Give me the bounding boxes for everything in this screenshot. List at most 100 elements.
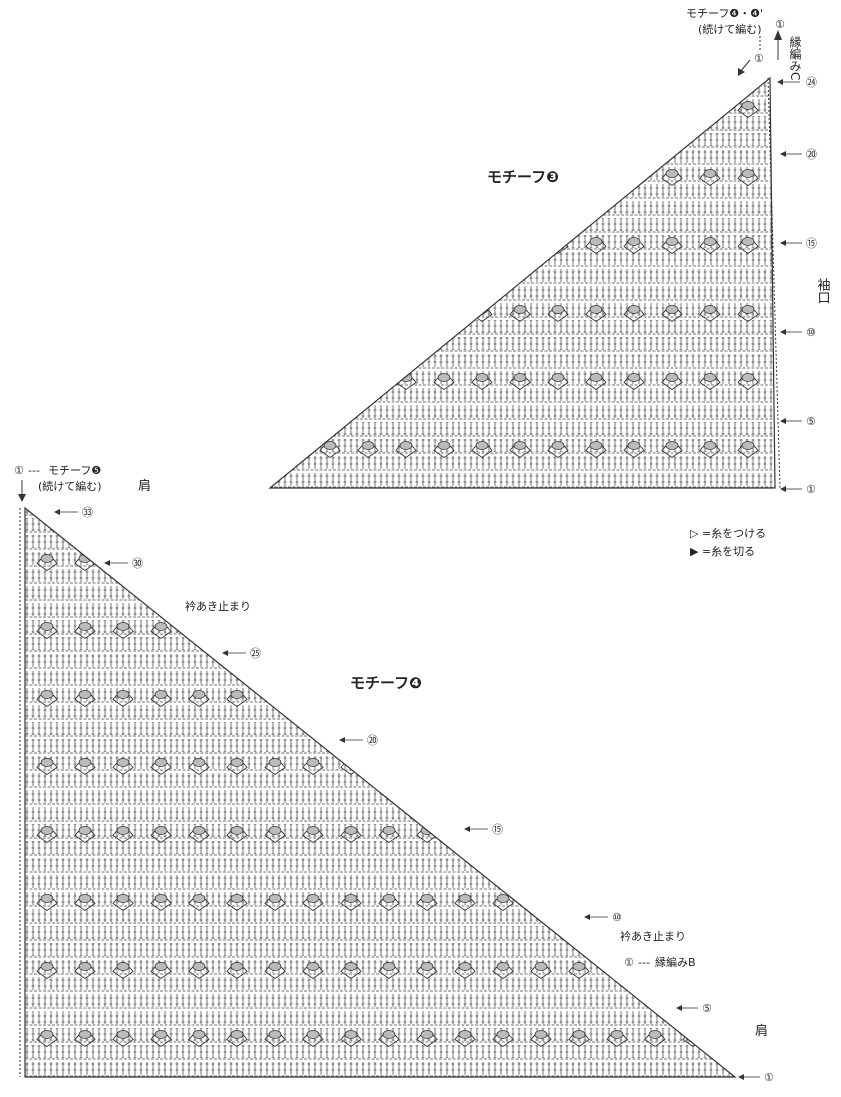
cluster-stitch — [665, 441, 679, 450]
cluster-stitch — [40, 826, 54, 835]
legend-cut-yarn: ▶ =糸を切る — [690, 545, 755, 558]
cluster-stitch — [78, 690, 92, 699]
stitch-row — [25, 518, 735, 531]
cluster-stitch — [78, 758, 92, 767]
cluster-stitch — [192, 962, 206, 971]
motif-3-stitch-rows — [270, 65, 775, 488]
cluster-stitch — [724, 894, 735, 903]
cluster-stitch — [534, 622, 548, 631]
cluster-stitch — [230, 894, 244, 903]
cluster-stitch — [724, 826, 735, 835]
stitch-row — [270, 65, 775, 78]
cluster-stitch — [458, 554, 472, 563]
shell-stitch — [281, 375, 303, 391]
cluster-stitch — [382, 554, 396, 563]
shell-stitch — [492, 624, 514, 640]
cluster-stitch — [610, 554, 624, 563]
legend-attach-yarn: ▷ =糸をつける — [690, 527, 766, 540]
shell-stitch — [319, 307, 341, 323]
shell-stitch — [623, 103, 645, 119]
cluster-stitch — [323, 237, 337, 246]
stitch-row — [25, 603, 735, 616]
shell-stitch — [720, 556, 735, 572]
cluster-stitch — [572, 894, 586, 903]
shell-stitch — [357, 103, 379, 119]
cluster-stitch — [344, 554, 358, 563]
cluster-stitch — [724, 690, 735, 699]
cluster-stitch — [475, 305, 489, 314]
shell-stitch — [644, 624, 666, 640]
cluster-stitch — [116, 962, 130, 971]
motif-3-top-note-sub: (続けて編む) — [698, 22, 762, 36]
shell-stitch — [433, 307, 455, 323]
shell-stitch — [395, 103, 417, 119]
stitch-row — [270, 337, 775, 350]
cluster-stitch — [513, 373, 527, 382]
cluster-stitch — [154, 622, 168, 631]
motif-4-edge-start: ① — [624, 956, 634, 969]
stitch-row — [270, 456, 775, 469]
cluster-stitch — [420, 554, 434, 563]
motif-3-top-start: ① — [754, 52, 764, 65]
stitch-row — [25, 739, 735, 752]
cluster-stitch — [686, 758, 700, 767]
cluster-stitch — [230, 1030, 244, 1039]
stitch-row — [25, 807, 735, 820]
shell-stitch — [340, 692, 362, 708]
cluster-stitch — [437, 441, 451, 450]
cluster-stitch — [686, 894, 700, 903]
shell-stitch — [720, 760, 735, 776]
shell-stitch — [720, 692, 735, 708]
stitch-row — [25, 943, 735, 956]
shell-stitch — [585, 103, 607, 119]
motif-3-row-labels: ㉔ ⑳ ⑮ ⑩ ⑤ ① — [777, 76, 817, 496]
cluster-stitch — [496, 554, 510, 563]
cluster-stitch — [399, 101, 413, 110]
cluster-stitch — [534, 894, 548, 903]
shell-stitch — [492, 760, 514, 776]
cluster-stitch — [703, 169, 717, 178]
cluster-stitch — [154, 1030, 168, 1039]
motif-3-row-label-10: ⑩ — [780, 326, 816, 339]
cluster-stitch — [496, 962, 510, 971]
motif-4-row-label-1: ① — [738, 1071, 774, 1084]
motif-4-row-label-10: ⑩ — [584, 911, 622, 924]
cluster-stitch — [154, 826, 168, 835]
stitch-row — [270, 320, 775, 333]
cluster-stitch — [344, 622, 358, 631]
cluster-stitch — [458, 758, 472, 767]
cluster-stitch — [154, 690, 168, 699]
shell-stitch — [682, 624, 704, 640]
shell-stitch — [606, 556, 628, 572]
cluster-stitch — [589, 373, 603, 382]
motif-3-top-note: モチーフ❹・❹' — [686, 7, 763, 20]
cluster-stitch — [268, 554, 282, 563]
shell-stitch — [416, 624, 438, 640]
motif-3-row-label-24: ㉔ — [777, 76, 817, 89]
cluster-stitch — [648, 554, 662, 563]
motif-3-row-label-5: ⑤ — [780, 415, 816, 428]
stitch-row — [270, 405, 775, 418]
cluster-stitch — [458, 894, 472, 903]
cluster-stitch — [116, 758, 130, 767]
cluster-stitch — [40, 554, 54, 563]
cluster-stitch — [475, 373, 489, 382]
motif-3-sleeve-edge — [767, 77, 781, 489]
shell-stitch — [606, 624, 628, 640]
cluster-stitch — [306, 1030, 320, 1039]
shell-stitch — [682, 692, 704, 708]
motif-4-row-label-30: ㉚ — [104, 557, 143, 570]
motif-3-row-label-1: ① — [780, 483, 816, 496]
cluster-stitch — [458, 1030, 472, 1039]
cluster-stitch — [496, 690, 510, 699]
cluster-stitch — [78, 622, 92, 631]
cluster-stitch — [116, 554, 130, 563]
cluster-stitch — [285, 237, 299, 246]
shell-stitch — [302, 692, 324, 708]
motif-3-edge-label: 縁編みC — [788, 35, 802, 81]
stitch-row — [270, 201, 775, 214]
cluster-stitch — [399, 441, 413, 450]
shell-stitch — [509, 103, 531, 119]
cluster-stitch — [627, 169, 641, 178]
cluster-stitch — [361, 237, 375, 246]
